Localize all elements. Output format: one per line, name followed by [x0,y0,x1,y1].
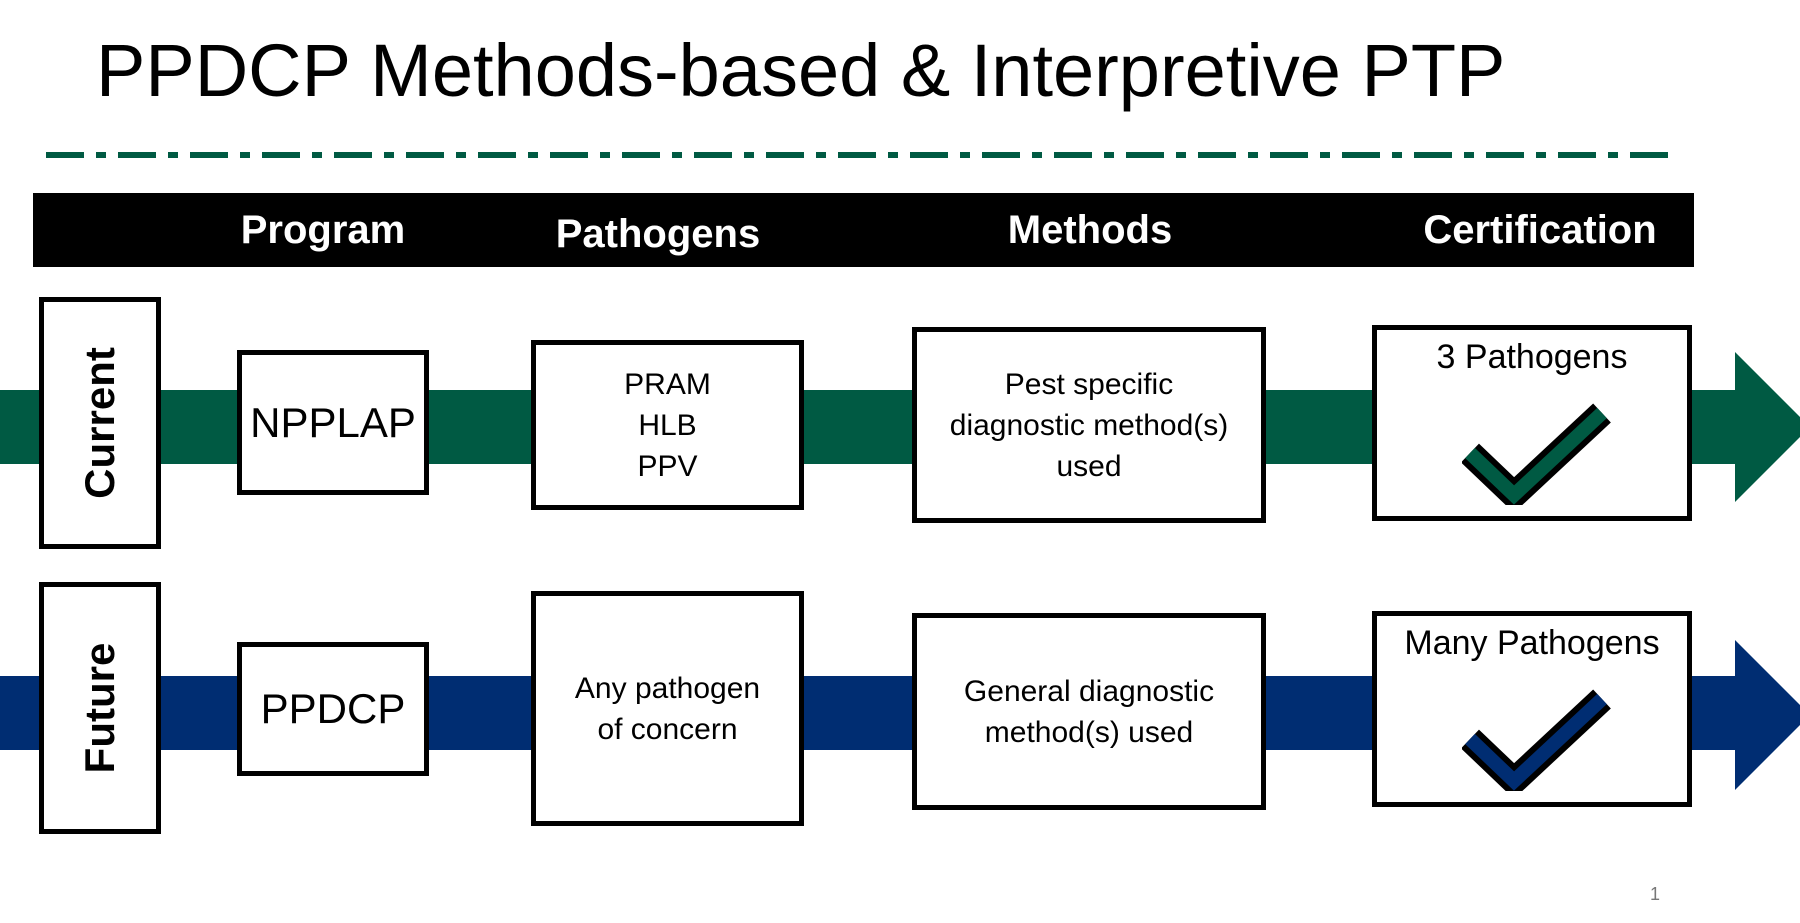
row-label-future: Future [39,582,161,834]
future-pathogens-box: Any pathogen of concern [531,591,804,826]
row-label-current: Current [39,297,161,549]
future-methods-line: method(s) used [984,715,1194,749]
future-arrow-head [1735,640,1800,790]
future-certification-box: Many Pathogens [1372,611,1692,807]
current-methods-line: used [1056,449,1122,483]
current-methods-box: Pest specific diagnostic method(s) used [912,327,1266,523]
current-pathogen-item: PPV [637,449,698,483]
header-pathogens: Pathogens [555,212,761,256]
checkmark-icon [1462,689,1611,791]
future-program-box: PPDCP [237,642,429,776]
current-methods-line: Pest specific [1004,367,1174,401]
current-program-box: NPPLAP [237,350,429,495]
future-certification-text: Many Pathogens [1404,624,1660,662]
current-arrow-head [1735,352,1800,502]
current-program-text: NPPLAP [250,398,416,446]
future-methods-line: General diagnostic [963,674,1215,708]
future-methods-box: General diagnostic method(s) used [912,613,1266,810]
current-pathogen-item: PRAM [624,367,711,401]
current-pathogens-box: PRAM HLB PPV [531,340,804,510]
current-certification-box: 3 Pathogens [1372,325,1692,521]
current-certification-text: 3 Pathogens [1436,338,1628,376]
slide-title: PPDCP Methods-based & Interpretive PTP [96,29,1506,112]
current-pathogen-item: HLB [638,408,697,442]
header-methods: Methods [1007,208,1173,252]
row-label-current-text: Current [76,347,123,499]
header-program: Program [240,208,406,252]
future-pathogens-line: Any pathogen [574,671,761,705]
current-methods-line: diagnostic method(s) [949,408,1229,442]
checkmark-icon [1462,403,1611,505]
page-number: 1 [1650,884,1661,904]
future-pathogens-line: of concern [597,712,738,746]
header-certification: Certification [1423,208,1657,252]
future-program-text: PPDCP [260,685,406,732]
header-bar [33,193,1694,267]
row-label-future-text: Future [76,642,123,774]
